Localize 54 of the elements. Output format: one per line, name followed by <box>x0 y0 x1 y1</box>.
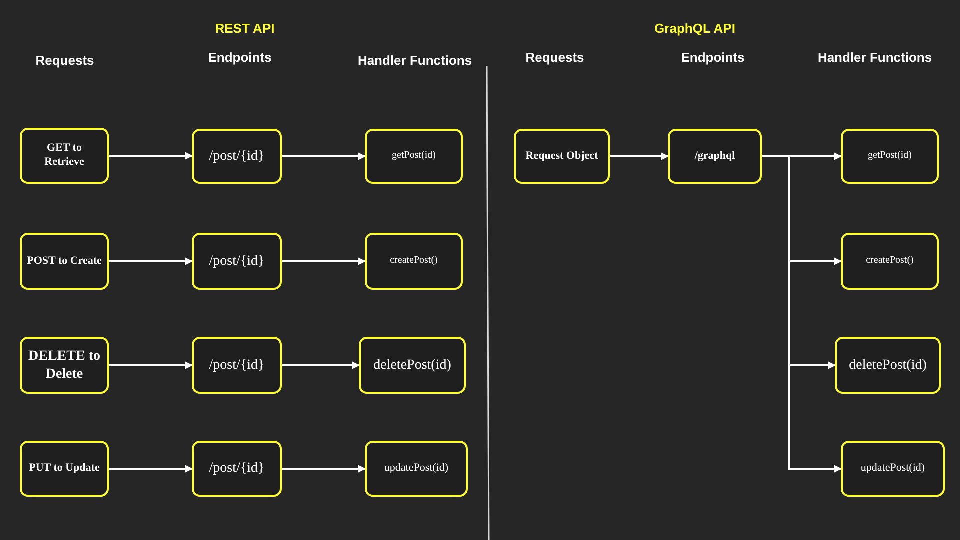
process-box <box>20 441 109 497</box>
arrow <box>282 258 366 266</box>
process-box <box>359 337 466 394</box>
box-label: updatePost(id) <box>384 462 449 476</box>
process-box <box>841 233 939 290</box>
column-heading: Requests <box>524 51 586 64</box>
box-label: POST to Create <box>27 254 102 268</box>
process-box <box>841 129 939 184</box>
column-heading: Handler Functions <box>356 54 474 67</box>
box-label: getPost(id) <box>392 150 436 163</box>
box-label: /post/{id} <box>209 460 265 478</box>
box-label: Request Object <box>526 150 598 164</box>
process-box <box>835 337 941 394</box>
box-label: deletePost(id) <box>849 356 927 374</box>
process-box <box>668 129 762 184</box>
section-heading: REST API <box>214 22 276 35</box>
box-label: GET to Retrieve <box>44 142 86 170</box>
box-label: PUT to Update <box>29 462 100 476</box>
box-label: /post/{id} <box>209 148 265 166</box>
box-label: getPost(id) <box>868 150 912 163</box>
process-box <box>192 129 282 184</box>
process-box <box>841 441 945 497</box>
arrow <box>109 258 193 266</box>
box-label: /post/{id} <box>209 252 265 270</box>
process-box <box>20 337 109 394</box>
arrow <box>282 152 366 160</box>
process-box <box>192 337 282 394</box>
box-label: DELETE to Delete <box>28 348 102 383</box>
process-box <box>514 129 610 184</box>
process-box <box>192 441 282 497</box>
column-heading: Handler Functions <box>816 51 934 64</box>
box-label: createPost() <box>866 255 914 268</box>
box-label: updatePost(id) <box>860 462 926 476</box>
column-heading: Requests <box>34 54 96 67</box>
process-box <box>365 129 463 184</box>
box-label: /graphql <box>694 150 736 164</box>
process-box <box>20 233 109 290</box>
process-box <box>365 233 463 290</box>
arrow <box>762 156 842 473</box>
arrow <box>109 152 193 160</box>
box-label: createPost() <box>390 255 438 268</box>
arrow <box>109 465 193 473</box>
column-heading: Endpoints <box>680 51 746 64</box>
process-box <box>192 233 282 290</box>
box-label: /post/{id} <box>209 356 265 374</box>
arrow <box>109 362 193 370</box>
box-label: deletePost(id) <box>374 356 452 374</box>
column-heading: Endpoints <box>207 51 273 64</box>
section-heading: GraphQL API <box>654 22 736 35</box>
process-box <box>365 441 468 497</box>
process-box <box>20 128 109 184</box>
arrow <box>282 465 366 473</box>
arrow <box>610 152 669 160</box>
arrow <box>282 362 360 370</box>
